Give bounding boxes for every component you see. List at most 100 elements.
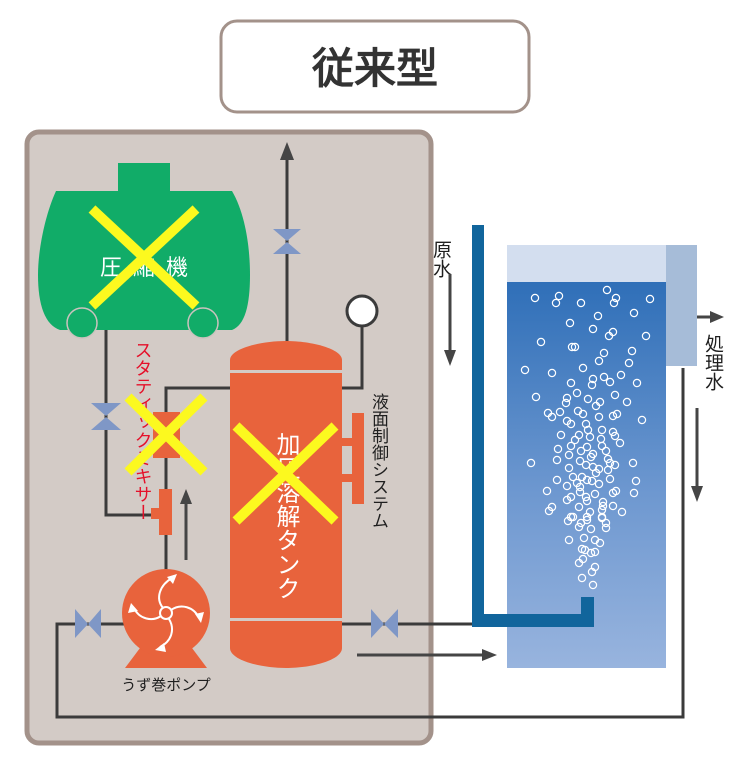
bubble — [575, 487, 585, 497]
arrow-up-icon — [280, 142, 294, 160]
impeller-arrow-4 — [128, 603, 138, 613]
bubble — [605, 377, 615, 387]
basin-headspace — [507, 245, 666, 282]
bubble — [570, 435, 580, 445]
bubble — [597, 425, 607, 435]
tee-fitting — [151, 489, 172, 535]
bubble — [608, 501, 618, 511]
bubble — [601, 523, 611, 533]
bubble — [547, 368, 557, 378]
bubble — [551, 298, 561, 308]
bubble — [530, 293, 540, 303]
treated-water-label: 処理水 — [702, 334, 724, 391]
arrow-down-icon — [691, 486, 703, 502]
bubble — [583, 394, 593, 404]
pipe-gauge — [342, 327, 364, 390]
bubble — [586, 548, 596, 558]
bubble — [591, 468, 601, 478]
compressor-label-3: 機 — [166, 256, 188, 281]
raw-water-label: 原水 — [430, 240, 452, 278]
bubble — [562, 481, 572, 491]
bubble — [595, 538, 605, 548]
bubble — [570, 342, 580, 352]
bubble — [578, 363, 588, 373]
bubble — [561, 398, 571, 408]
valve-icon — [91, 403, 121, 416]
bubble — [598, 501, 608, 511]
valve-left[interactable] — [91, 403, 121, 430]
pump-label: うず巻ポンプ — [121, 676, 211, 694]
level-control-column — [352, 413, 364, 504]
bubble — [641, 331, 651, 341]
cross-mark-icon — [88, 205, 200, 310]
valve-tank-outlet[interactable] — [371, 609, 398, 638]
bubble — [602, 285, 612, 295]
bubble — [566, 419, 576, 429]
bubble — [590, 489, 600, 499]
arrow-up-icon — [180, 489, 192, 504]
bubble — [581, 492, 591, 502]
impeller-hub — [159, 606, 173, 620]
bubble — [622, 397, 632, 407]
cross-mark-icon — [124, 393, 208, 476]
bubble — [574, 502, 584, 512]
bubble — [552, 455, 562, 465]
bubble — [587, 567, 597, 577]
title-frame — [219, 19, 531, 114]
bubble — [594, 356, 604, 366]
tank-top-cap — [230, 341, 342, 370]
bubble — [610, 390, 620, 400]
valve-icon-right — [88, 609, 101, 638]
arrow-down-icon — [444, 350, 456, 366]
overflow-chamber — [666, 245, 697, 366]
level-control-label: 液面制御システム — [368, 393, 389, 529]
tee-fitting-branch — [151, 508, 161, 519]
cross-stroke-b — [232, 422, 339, 525]
bubble — [567, 342, 577, 352]
bubble — [575, 456, 585, 466]
tank-bottom-cap — [230, 621, 342, 668]
raw-water-pipe-submerged — [484, 597, 594, 627]
bubble — [616, 370, 626, 380]
bubble — [564, 463, 574, 473]
bubble — [554, 291, 564, 301]
compressor-top — [118, 163, 170, 193]
valve-icon — [371, 609, 384, 638]
level-control-connector-lower — [342, 474, 354, 482]
bubble — [572, 388, 582, 398]
bubble — [582, 442, 592, 452]
valve-icon-lower — [273, 242, 301, 254]
bubble — [526, 458, 536, 468]
bubble — [594, 412, 604, 422]
bubble — [627, 346, 637, 356]
bubble — [591, 401, 601, 411]
bubble — [599, 348, 609, 358]
bubble — [590, 547, 600, 557]
valve-top[interactable] — [273, 229, 301, 254]
bubble — [645, 294, 655, 304]
bubble — [632, 378, 642, 388]
bubble — [582, 496, 592, 506]
bubble — [608, 427, 618, 437]
treated-water-outlet: 処理水 — [691, 311, 724, 502]
flow-arrow-to-basin — [357, 649, 497, 661]
bubble — [593, 311, 603, 321]
bubble — [531, 392, 541, 402]
compressor-wheel-right — [187, 307, 219, 339]
bubble — [553, 444, 563, 454]
bubble — [598, 497, 608, 507]
bubble — [566, 441, 576, 451]
pressure-tank: 加圧溶解タンク — [230, 341, 342, 668]
bubble — [568, 472, 578, 482]
bubble — [604, 331, 614, 341]
flow-arrow-up — [180, 489, 192, 560]
micro-bubbles — [520, 285, 655, 590]
cross-mark-icon — [232, 422, 339, 525]
valve-pump-inlet[interactable] — [75, 609, 101, 638]
bubble — [562, 393, 572, 403]
bubble — [520, 365, 530, 375]
bubble — [603, 465, 613, 475]
raw-water-inlet: 原水 — [430, 225, 594, 627]
bubble — [597, 513, 607, 523]
